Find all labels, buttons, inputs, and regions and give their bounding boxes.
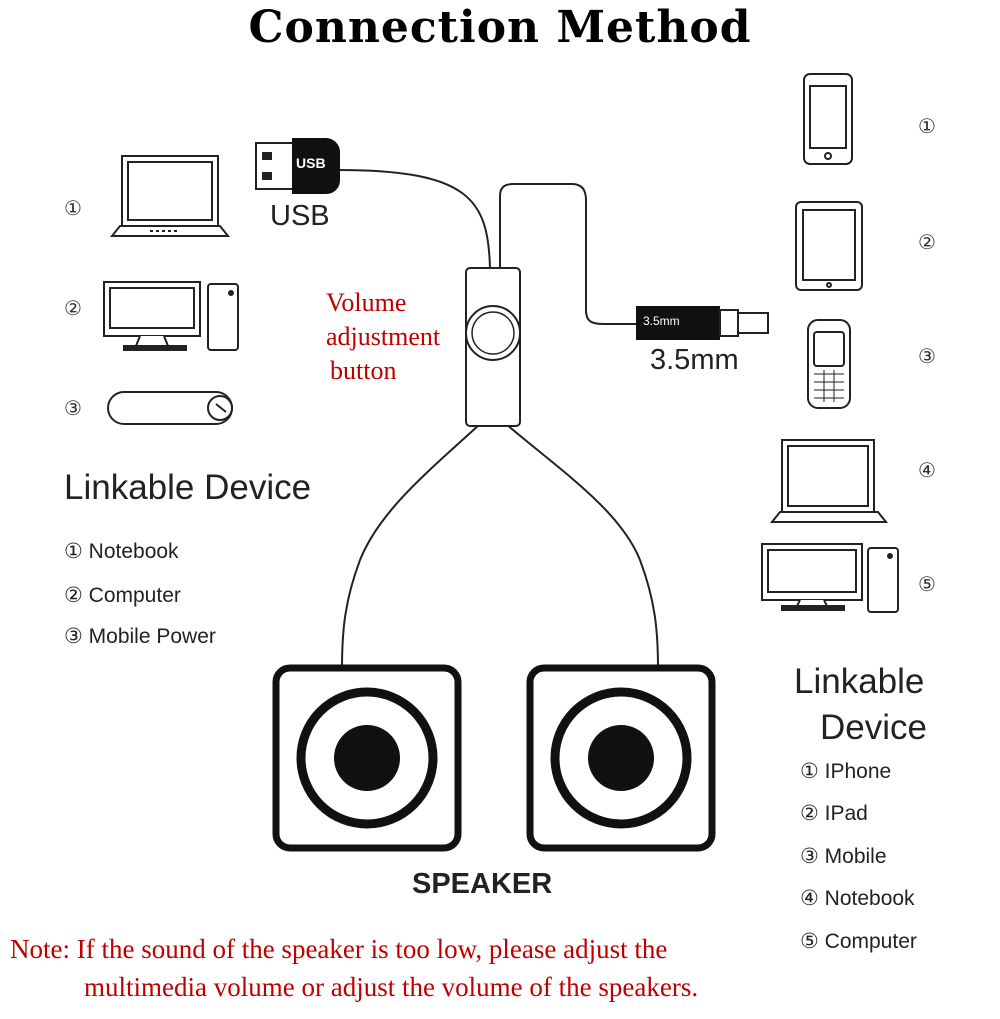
left-marker-1: ①	[64, 196, 82, 220]
right-marker-5: ⑤	[918, 572, 936, 596]
left-computer-icon	[103, 281, 239, 351]
note-line-1: Note: If the sound of the speaker is too…	[10, 934, 668, 964]
right-heading-line2: Device	[820, 708, 927, 747]
left-marker-3: ③	[64, 396, 82, 420]
right-marker-3: ③	[918, 344, 936, 368]
usb-plug-text: USB	[296, 155, 326, 171]
right-marker-4: ④	[918, 458, 936, 482]
right-computer-icon	[761, 543, 899, 613]
left-speaker-cable	[341, 423, 481, 669]
right-mobile-icon	[807, 319, 851, 409]
right-ipad-icon	[795, 201, 863, 291]
right-marker-1: ①	[918, 114, 936, 138]
right-item-notebook: ④ Notebook	[800, 887, 915, 910]
note-line-2: multimedia volume or adjust the volume o…	[84, 972, 699, 1002]
volume-label-line2: adjustment	[326, 322, 441, 351]
left-item-computer: ② Computer	[64, 584, 181, 607]
left-speaker	[272, 664, 462, 852]
left-item-notebook: ① Notebook	[64, 540, 179, 563]
usb-cable	[337, 169, 491, 269]
left-notebook-icon	[109, 155, 231, 237]
volume-label: Volume adjustment button	[326, 286, 440, 388]
diagram-title: Connection Method	[248, 2, 752, 53]
left-mobile-power-icon	[107, 391, 233, 425]
jack-plug-icon	[636, 306, 769, 340]
volume-control-box	[465, 267, 521, 427]
right-notebook-icon	[769, 439, 889, 523]
volume-label-line1: Volume	[326, 288, 407, 317]
right-marker-2: ②	[918, 230, 936, 254]
right-speaker	[526, 664, 716, 852]
jack-cable	[499, 183, 636, 325]
usb-label: USB	[270, 200, 330, 232]
usb-plug-icon	[255, 138, 340, 194]
right-iphone-icon	[803, 73, 853, 165]
right-speaker-cable	[505, 423, 659, 669]
right-heading-line1: Linkable	[794, 662, 925, 701]
jack-plug-text: 3.5mm	[643, 314, 680, 328]
right-item-ipad: ② IPad	[800, 802, 868, 825]
left-heading: Linkable Device	[64, 468, 312, 507]
volume-label-line3: button	[330, 356, 397, 385]
right-item-iphone: ① IPhone	[800, 760, 892, 783]
left-item-mobile-power: ③ Mobile Power	[64, 625, 216, 648]
speaker-label: SPEAKER	[412, 868, 553, 900]
jack-label: 3.5mm	[650, 344, 739, 376]
right-item-computer: ⑤ Computer	[800, 930, 917, 953]
left-marker-2: ②	[64, 296, 82, 320]
right-item-mobile: ③ Mobile	[800, 845, 887, 868]
